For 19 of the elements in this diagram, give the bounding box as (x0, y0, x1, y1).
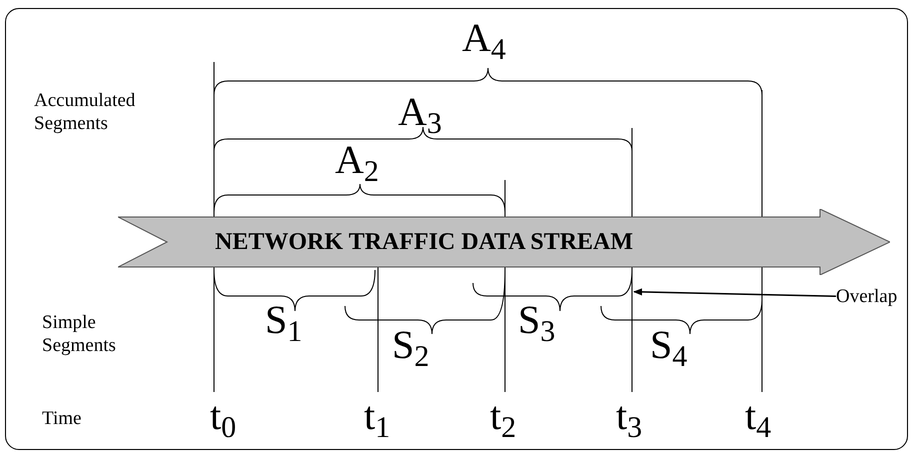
row-label: Time (42, 408, 82, 431)
segment-label: S$_{2}$ (392, 325, 430, 365)
leader-arrow (633, 288, 836, 297)
segment-label: S$_{4}$ (650, 325, 688, 365)
row-label: Simple Segments (42, 312, 117, 358)
callout-text: Overlap (836, 285, 906, 309)
stream-title: NETWORK TRAFFIC DATA STREAM (215, 228, 634, 256)
segment-label: A$_{2}$ (335, 140, 380, 180)
segment-label: S$_{3}$ (518, 300, 556, 340)
segment-label: A$_{3}$ (398, 92, 443, 132)
time-label: t$_{4}$ (745, 396, 772, 436)
segment-label: A$_{4}$ (462, 18, 507, 58)
time-label: t$_{2}$ (490, 396, 518, 436)
time-label: t$_{1}$ (364, 396, 392, 436)
row-label: Accumulated Segments (34, 90, 136, 136)
time-label: t$_{0}$ (210, 396, 238, 436)
time-label: t$_{3}$ (616, 396, 644, 436)
segment-label: S$_{1}$ (265, 300, 304, 340)
stream-arrow (118, 209, 890, 275)
